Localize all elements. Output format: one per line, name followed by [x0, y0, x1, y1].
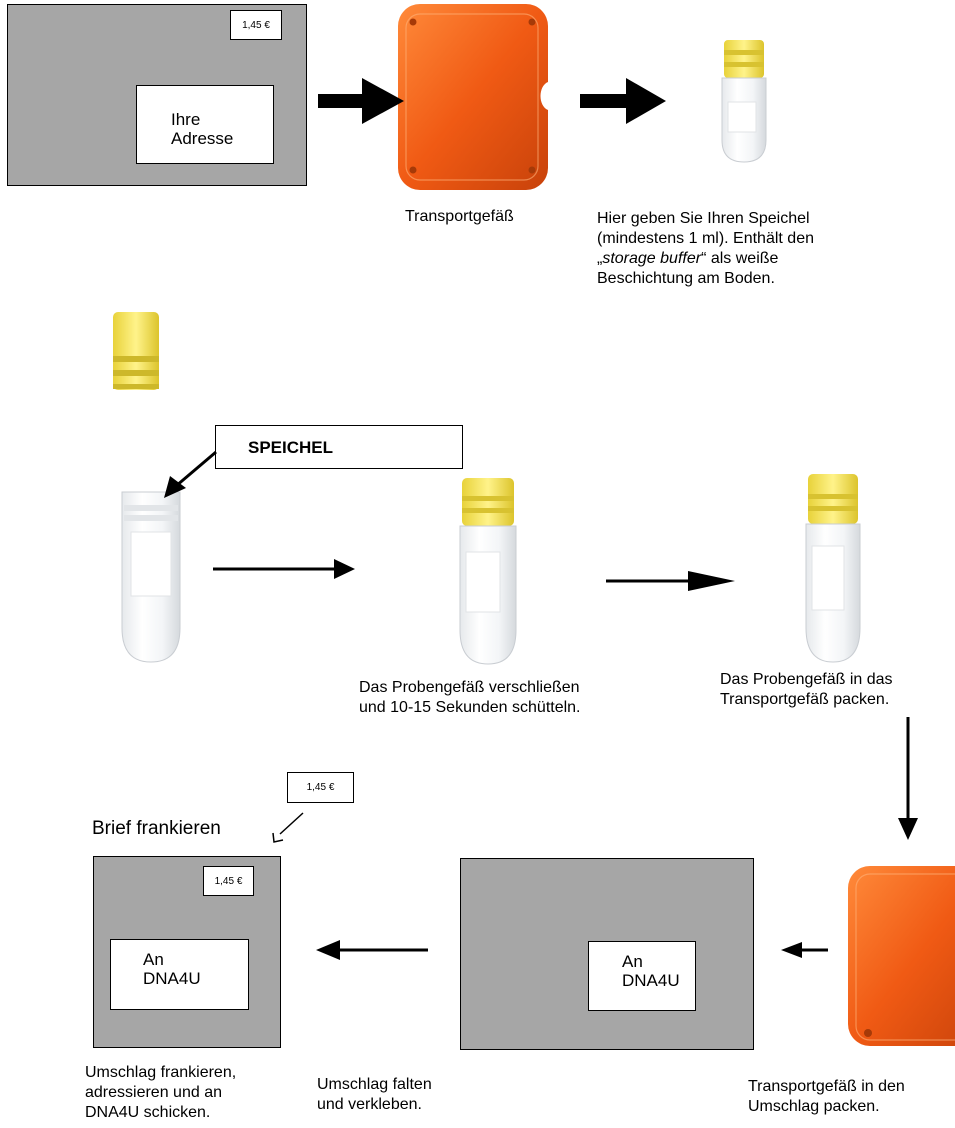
address-line-1: An [143, 950, 164, 969]
caption-close-line-1: Das Probengefäß verschließen [359, 679, 580, 696]
arrow-right-1 [213, 559, 355, 579]
address-box-mid: An DNA4U [588, 941, 696, 1011]
stamp-value: 1,45 € [306, 782, 335, 793]
caption-send-line-3: DNA4U schicken. [85, 1104, 211, 1121]
caption-close-line-2: und 10-15 Sekunden schütteln. [359, 699, 581, 716]
arrow-down [898, 717, 918, 840]
caption-transport: Transportgefäß [405, 208, 514, 225]
stamp-value: 1,45 € [242, 19, 270, 31]
caption-spit-line-2: (mindestens 1 ml). Enthält den [597, 230, 814, 247]
arrow-pointer-stamp [272, 812, 304, 843]
envelope-top: 1,45 € Ihre Adresse [7, 4, 307, 186]
caption-pack: Das Probengefäß in das Transportgefäß pa… [720, 670, 893, 710]
caption-spit-line-3: „storage buffer“ als weiße [597, 250, 779, 267]
address-box-final: An DNA4U [110, 939, 249, 1010]
caption-fold: Umschlag falten und verkleben. [317, 1075, 432, 1115]
caption-send-line-2: adressieren und an [85, 1084, 222, 1101]
cap-loose [113, 312, 159, 390]
stamp-box: 1,45 € [230, 10, 282, 40]
envelope-folded: An DNA4U [460, 858, 754, 1050]
stamp-box: 1,45 € [203, 866, 254, 896]
address-line-1: An [622, 952, 643, 971]
caption-envpack: Transportgefäß in den Umschlag packen. [748, 1077, 955, 1117]
caption-frank-title: Brief frankieren [92, 818, 221, 839]
stamp-standalone: 1,45 € [287, 772, 354, 803]
arrow-pointer-speichel [164, 450, 217, 498]
caption-fold-line-2: und verkleben. [317, 1096, 422, 1113]
arrow-right-thick-2 [580, 78, 666, 124]
stamp-value: 1,45 € [214, 875, 243, 887]
address-line-2: Adresse [171, 129, 234, 148]
transport-box-top [398, 4, 548, 190]
caption-envpack-line-1: Transportgefäß in den [748, 1078, 905, 1095]
caption-spit-line-4: Beschichtung am Boden. [597, 270, 775, 287]
arrow-left-1 [781, 942, 828, 958]
caption-envpack-line-2: Umschlag packen. [748, 1098, 880, 1115]
envelope-final: 1,45 € An DNA4U [93, 856, 281, 1048]
address-line-1: Ihre [171, 110, 201, 129]
address-line-2: DNA4U [622, 971, 680, 990]
tube-open [121, 491, 181, 663]
caption-spit-line-1: Hier geben Sie Ihren Speichel [597, 210, 810, 227]
caption-send-line-1: Umschlag frankieren, [85, 1064, 237, 1081]
address-box: Ihre Adresse [136, 85, 274, 164]
caption-spit: Hier geben Sie Ihren Speichel (mindesten… [597, 209, 814, 289]
tube-small-top [721, 40, 767, 163]
arrow-right-2 [606, 571, 735, 591]
storage-buffer-text: storage buffer [602, 250, 702, 267]
caption-send: Umschlag frankieren, adressieren und an … [85, 1063, 236, 1123]
tube-closed-mid [459, 478, 517, 665]
speichel-label: SPEICHEL [248, 438, 334, 457]
speichel-label-box: SPEICHEL [215, 425, 463, 469]
caption-fold-line-1: Umschlag falten [317, 1076, 432, 1093]
arrow-left-2 [316, 940, 428, 960]
address-line-2: DNA4U [143, 969, 201, 988]
transport-box-bottom [848, 866, 955, 1046]
arrow-right-thick-1 [318, 78, 404, 124]
caption-pack-line-2: Transportgefäß packen. [720, 691, 890, 708]
tube-closed-right [805, 474, 861, 663]
caption-pack-line-1: Das Probengefäß in das [720, 671, 893, 688]
caption-close: Das Probengefäß verschließen und 10-15 S… [359, 678, 581, 718]
